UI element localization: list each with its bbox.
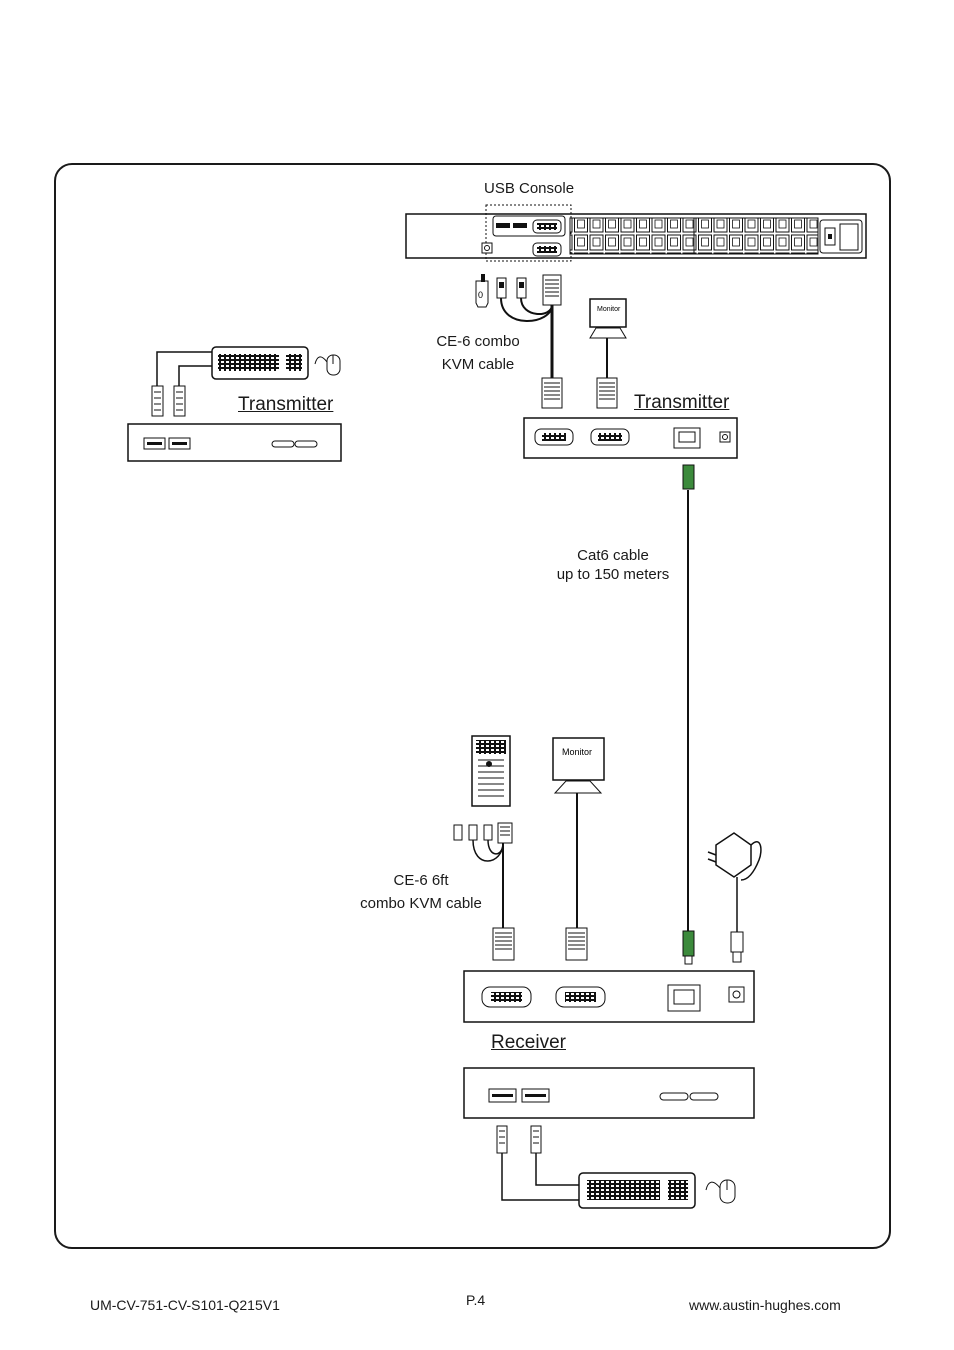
ce6-combo-cable-top: 0: [475, 274, 563, 409]
usb-console-switch: [405, 204, 867, 262]
doc-code: UM-CV-751-CV-S101-Q215V1: [90, 1297, 280, 1313]
cat6-label-line2: up to 150 meters: [556, 566, 670, 583]
cat6-cable: [682, 464, 695, 965]
page-number: P.4: [466, 1292, 486, 1308]
transmitter-left-title: Transmitter: [238, 394, 334, 415]
pc-tower: [471, 735, 511, 807]
receiver-port-panel: [463, 970, 755, 1023]
monitor-large: [552, 737, 605, 961]
transmitter-right-title: Transmitter: [634, 392, 730, 413]
ce6-combo-label-line1: CE-6 combo: [436, 333, 520, 350]
monitor-small-label: Monitor: [597, 306, 621, 313]
website-link[interactable]: www.austin-hughes.com: [689, 1297, 841, 1313]
ce6-6ft-cable: [453, 822, 515, 961]
diagram-frame: [54, 163, 891, 1249]
monitor-small: [589, 298, 627, 409]
power-adapter: [707, 832, 762, 963]
ce6-6ft-label-line1: CE-6 6ft: [393, 872, 449, 889]
transmitter-right-unit: [523, 417, 738, 459]
monitor-large-label: Monitor: [562, 747, 592, 757]
receiver-usb-panel: [463, 1067, 755, 1209]
ce6-6ft-label-line2: combo KVM cable: [360, 895, 482, 912]
receiver-title: Receiver: [491, 1032, 566, 1053]
ce6-combo-label-line2: KVM cable: [441, 356, 515, 373]
svg-text:0: 0: [478, 290, 483, 300]
usb-console-label: USB Console: [484, 180, 575, 197]
transmitter-left-unit: [127, 346, 342, 462]
cat6-label-line1: Cat6 cable: [577, 547, 649, 564]
